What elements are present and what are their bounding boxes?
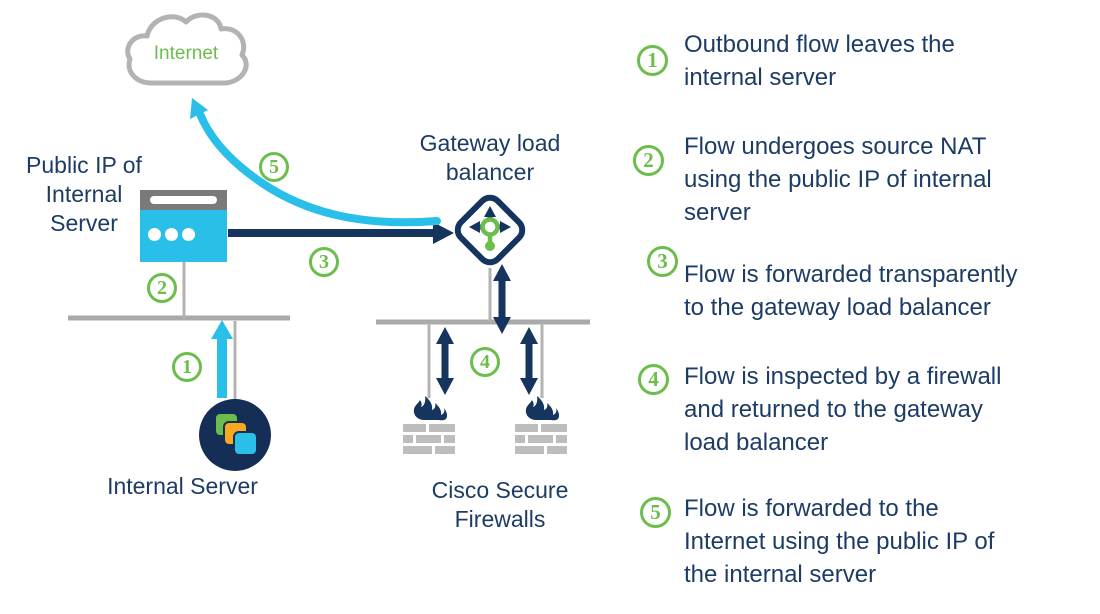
diagram-step-badge-3: 3 xyxy=(309,247,339,277)
internet-label: Internet xyxy=(153,43,219,64)
gateway-load-balancer-icon xyxy=(448,188,532,272)
diagram-step-badge-2: 2 xyxy=(147,273,177,303)
legend-badge-3: 3 xyxy=(647,246,678,277)
legend-text-4: Flow is inspected by a firewall and retu… xyxy=(684,363,1002,456)
legend-badge-2: 2 xyxy=(633,145,664,176)
diagram-step-badge-4: 4 xyxy=(470,347,500,377)
brick-wall xyxy=(515,424,567,454)
legend-text-2: Flow undergoes source NAT using the publ… xyxy=(684,133,992,226)
public-ip-label: Public IP of Internal Server xyxy=(26,152,142,236)
server-body xyxy=(140,210,227,262)
double-arrow-firewall-right xyxy=(520,327,538,395)
internal-server-label: Internal Server xyxy=(107,473,258,499)
brick-wall xyxy=(403,424,455,454)
public-ip-server-icon xyxy=(140,190,227,262)
server-top-bar xyxy=(140,190,227,210)
internal-server-icon xyxy=(199,399,271,471)
server-dot xyxy=(182,228,195,241)
flow-arrow-step5 xyxy=(190,98,441,227)
legend-text-5: Flow is forwarded to the Internet using … xyxy=(684,495,995,588)
flow-arrow-step3 xyxy=(228,222,454,244)
firewalls-label: Cisco Secure Firewalls xyxy=(431,477,569,532)
load-balancer-diamond-icon xyxy=(454,194,526,266)
legend-badge-4: 4 xyxy=(638,364,669,395)
server-slot xyxy=(150,196,217,204)
firewall-icon xyxy=(515,396,567,454)
server-dot xyxy=(148,228,161,241)
cloud-icon xyxy=(125,12,249,86)
legend-badge-1: 1 xyxy=(637,45,668,76)
firewall-icon xyxy=(403,396,455,454)
diagram-step-badge-1: 1 xyxy=(172,352,202,382)
internet-cloud: Internet xyxy=(120,5,252,97)
legend-text-1: Outbound flow leaves the internal server xyxy=(684,31,955,91)
flow-arrow-step1 xyxy=(211,320,233,398)
double-arrow-firewall-left xyxy=(436,327,454,395)
gateway-label: Gateway load balancer xyxy=(419,130,561,185)
server-dot xyxy=(165,228,178,241)
legend-badge-5: 5 xyxy=(640,497,671,528)
firewall-icon-left xyxy=(402,393,456,455)
legend-text-3: Flow is forwarded transparently to the g… xyxy=(684,261,1018,321)
firewall-icon-right xyxy=(514,393,568,455)
double-arrow-gateway-bus xyxy=(493,264,511,334)
app-square-cyan xyxy=(233,431,258,456)
diagram-step-badge-5: 5 xyxy=(259,152,289,182)
